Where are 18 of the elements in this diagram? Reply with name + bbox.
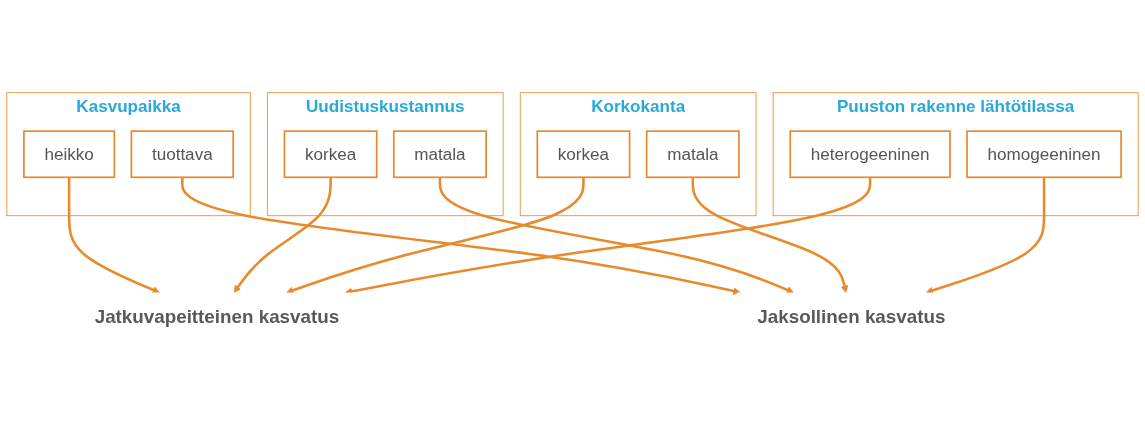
arrow [691,177,849,293]
arrow [67,177,160,294]
node-text: Jatkuvapeitteinen kasvatus [94,306,340,328]
node-box: heterogeeninen [789,130,951,179]
node-box: matala [645,130,740,179]
arrow [233,177,332,293]
node-box: matala [392,130,487,179]
node-box: korkea [283,130,378,179]
arrow [344,177,872,295]
node-box: heikko [23,130,116,179]
node-text: Jaksollinen kasvatus [757,306,946,328]
arrow [925,177,1046,295]
node-box: tuottava [130,130,235,179]
arrow [181,177,741,295]
node-box: korkea [536,130,631,179]
arrow [438,177,794,294]
arrow [286,177,585,294]
node-box: homogeeninen [966,130,1122,179]
